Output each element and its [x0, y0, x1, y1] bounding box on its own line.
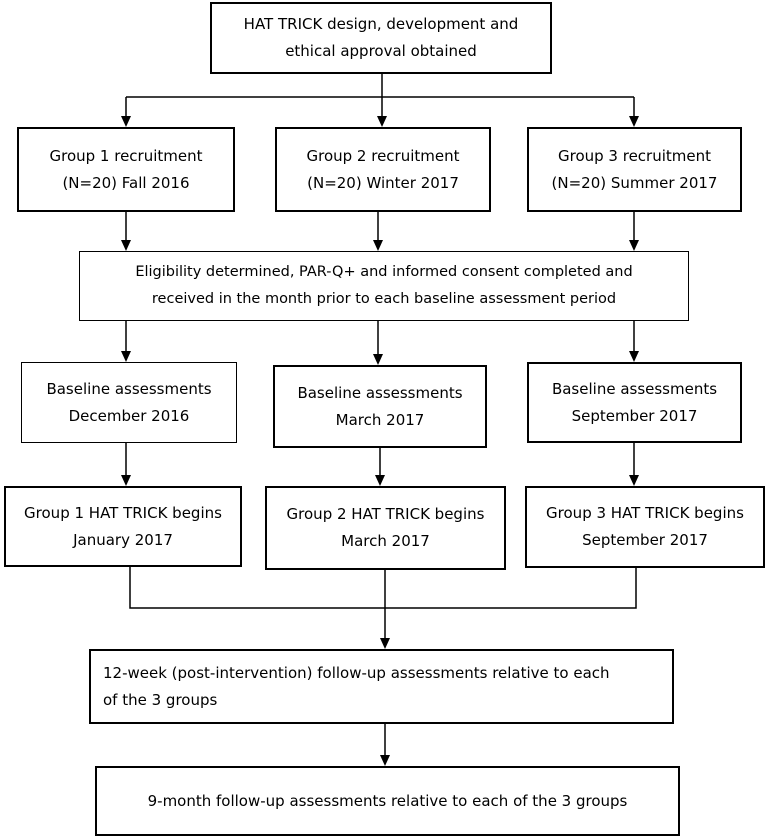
box-text-line: Baseline assessments: [46, 379, 212, 398]
arrowhead-baseline1-begin1: [121, 475, 131, 486]
box-text-line: December 2016: [68, 406, 190, 425]
box-text-line: (N=20) Fall 2016: [62, 173, 190, 192]
box-text-line: Group 2 HAT TRICK begins: [286, 505, 485, 523]
arrowhead-recruit2-eligibility: [373, 240, 383, 251]
arrowhead-recruit1-eligibility: [121, 240, 131, 251]
box-text-line: March 2017: [341, 532, 430, 550]
group3-baseline-box: Baseline assessments September 2017: [527, 362, 742, 443]
box-text-line: September 2017: [582, 531, 708, 549]
box-text-line: January 2017: [73, 530, 173, 549]
arrowhead-merge-followup12: [380, 638, 390, 649]
arrowhead-to-recruit1: [121, 116, 131, 127]
box-text-line: Eligibility determined, PAR-Q+ and infor…: [135, 264, 633, 280]
box-text-line: 9-month follow-up assessments relative t…: [147, 791, 628, 810]
arrowhead-recruit3-eligibility: [629, 240, 639, 251]
box-text-line: March 2017: [335, 410, 425, 429]
box-text-line: (N=20) Summer 2017: [551, 173, 718, 192]
followup-9-month-box: 9-month follow-up assessments relative t…: [95, 766, 680, 836]
arrowhead-to-recruit2: [377, 116, 387, 127]
box-text-line: 12-week (post-intervention) follow-up as…: [103, 663, 610, 682]
group3-recruitment-box: Group 3 recruitment (N=20) Summer 2017: [527, 127, 742, 212]
box-text-line: (N=20) Winter 2017: [307, 173, 459, 192]
arrowhead-eligibility-baseline1: [121, 351, 131, 362]
arrowhead-eligibility-baseline2: [373, 354, 383, 365]
group1-recruitment-box: Group 1 recruitment (N=20) Fall 2016: [17, 127, 235, 212]
box-text-line: September 2017: [571, 406, 698, 425]
box-text-line: Group 1 recruitment: [49, 146, 203, 165]
box-text-line: Baseline assessments: [297, 383, 463, 402]
connector-begins-merge: [129, 567, 637, 609]
arrowhead-baseline2-begin2: [375, 475, 385, 486]
box-text-line: Group 2 recruitment: [306, 146, 460, 165]
box-text-line: HAT TRICK design, development and: [243, 15, 519, 33]
eligibility-box: Eligibility determined, PAR-Q+ and infor…: [79, 251, 689, 321]
box-text-line: Baseline assessments: [551, 379, 718, 398]
box-text-line: received in the month prior to each base…: [151, 291, 617, 307]
group3-hat-trick-begins-box: Group 3 HAT TRICK begins September 2017: [525, 486, 765, 568]
group2-hat-trick-begins-box: Group 2 HAT TRICK begins March 2017: [265, 486, 506, 570]
box-text-line: Group 3 recruitment: [557, 146, 711, 165]
box-text-line: Group 1 HAT TRICK begins: [24, 503, 222, 522]
group1-baseline-box: Baseline assessments December 2016: [21, 362, 237, 443]
arrowhead-baseline3-begin3: [629, 475, 639, 486]
group2-baseline-box: Baseline assessments March 2017: [273, 365, 487, 448]
group1-hat-trick-begins-box: Group 1 HAT TRICK begins January 2017: [4, 486, 242, 567]
group2-recruitment-box: Group 2 recruitment (N=20) Winter 2017: [275, 127, 491, 212]
box-text-line: ethical approval obtained: [285, 42, 477, 60]
design-approval-box: HAT TRICK design, development and ethica…: [210, 2, 552, 74]
arrowhead-to-recruit3: [629, 116, 639, 127]
box-text-line: of the 3 groups: [103, 690, 218, 709]
followup-12-week-box: 12-week (post-intervention) follow-up as…: [89, 649, 674, 724]
box-text-line: Group 3 HAT TRICK begins: [546, 504, 744, 522]
arrowhead-followup12-followup9: [380, 755, 390, 766]
arrowhead-eligibility-baseline3: [629, 351, 639, 362]
